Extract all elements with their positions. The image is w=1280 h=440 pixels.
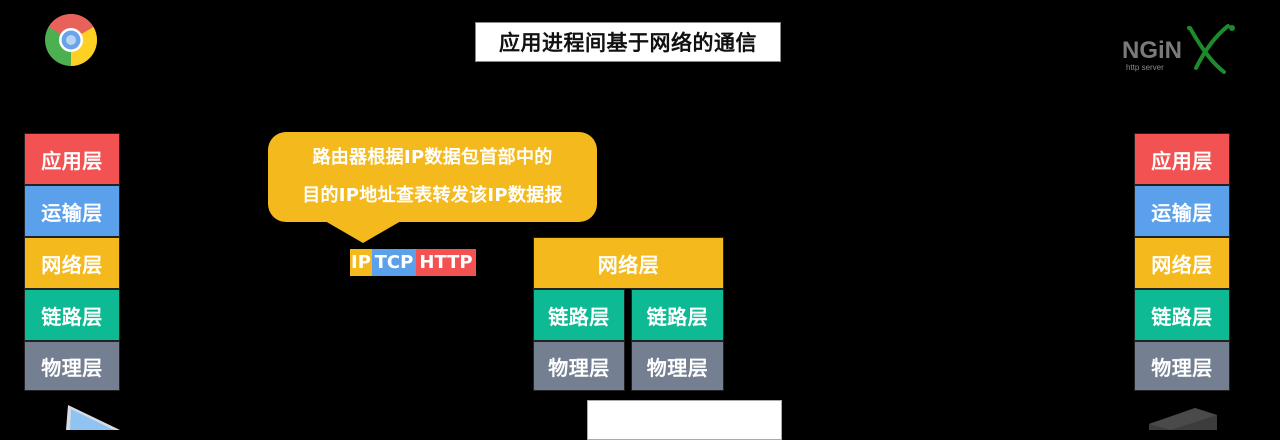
client-network-layer: 网络层 xyxy=(24,237,120,289)
router-physical-layer-right: 物理层 xyxy=(631,341,724,391)
callout-line-2: 目的IP地址查表转发该IP数据报 xyxy=(302,185,563,206)
server-application-layer: 应用层 xyxy=(1134,133,1230,185)
diagram-title: 应用进程间基于网络的通信 xyxy=(475,22,781,62)
router-link-layer-right: 链路层 xyxy=(631,289,724,341)
router-link-layer-left: 链路层 xyxy=(533,289,625,341)
router-network-layer: 网络层 xyxy=(533,237,724,289)
server-icon xyxy=(1145,405,1220,430)
chrome-browser-icon xyxy=(44,13,98,67)
server-transport-layer: 运输层 xyxy=(1134,185,1230,237)
nginx-http-server-logo: NGiN http server xyxy=(1120,20,1250,76)
client-link-layer: 链路层 xyxy=(24,289,120,341)
packet-ip-header: IP xyxy=(350,249,372,276)
server-physical-layer: 物理层 xyxy=(1134,341,1230,391)
callout-pointer xyxy=(325,221,401,243)
router-callout-bubble: 路由器根据IP数据包首部中的 目的IP地址查表转发该IP数据报 xyxy=(268,132,597,222)
laptop-icon xyxy=(60,405,130,430)
client-physical-layer: 物理层 xyxy=(24,341,120,391)
packet-http-payload: HTTP xyxy=(416,249,476,276)
packet-tcp-header: TCP xyxy=(372,249,416,276)
svg-text:http server: http server xyxy=(1126,63,1164,72)
client-transport-layer: 运输层 xyxy=(24,185,120,237)
client-application-layer: 应用层 xyxy=(24,133,120,185)
router-device-box xyxy=(587,400,782,440)
callout-line-1: 路由器根据IP数据包首部中的 xyxy=(312,147,553,168)
server-network-layer: 网络层 xyxy=(1134,237,1230,289)
router-physical-layer-left: 物理层 xyxy=(533,341,625,391)
server-link-layer: 链路层 xyxy=(1134,289,1230,341)
svg-text:NGiN: NGiN xyxy=(1122,37,1182,64)
